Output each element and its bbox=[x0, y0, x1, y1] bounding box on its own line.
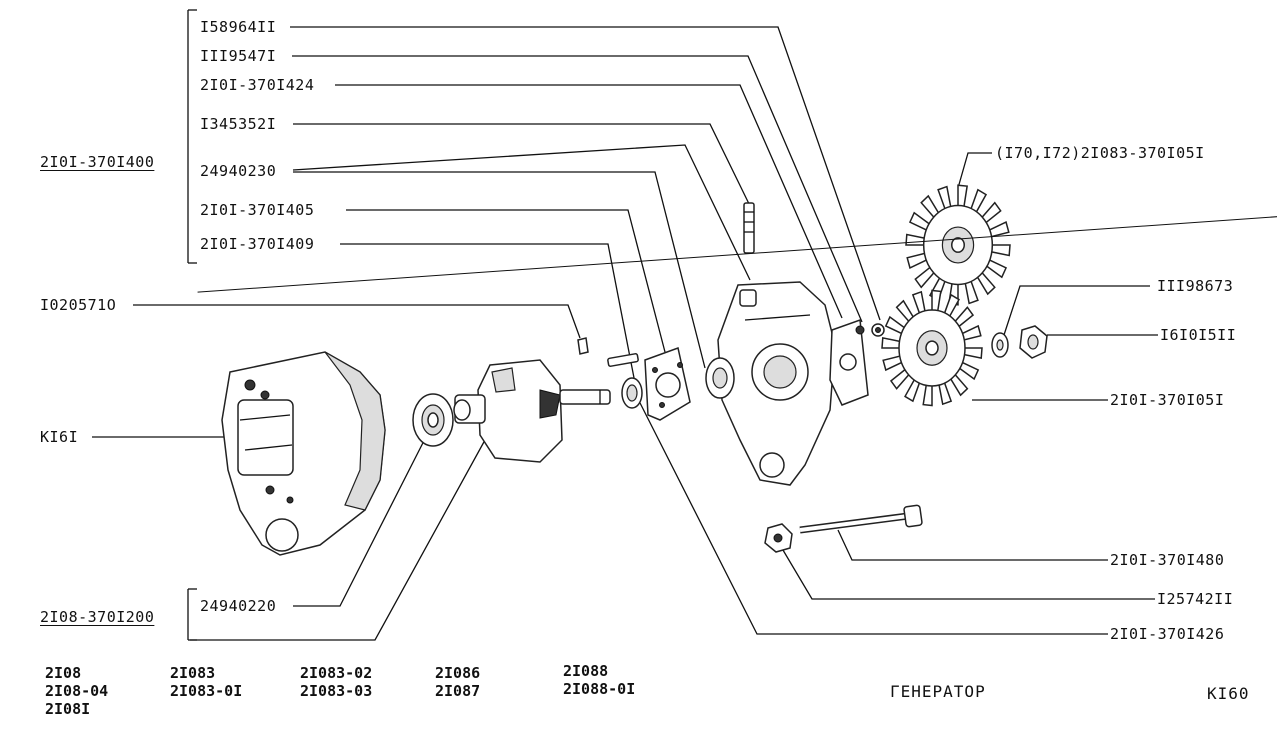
model-col2-row2: 2I083-0I bbox=[170, 682, 243, 700]
gasket-plate-drawing bbox=[829, 318, 869, 406]
part-label-4: I345352I bbox=[200, 115, 277, 133]
small-bolt-drawing bbox=[577, 337, 639, 367]
diagram-title: ГЕНЕРАТОР bbox=[890, 682, 986, 701]
model-col2-row1: 2I083 bbox=[170, 664, 216, 682]
bearing-plate-drawing bbox=[644, 347, 691, 421]
model-col4-row2: 2I087 bbox=[435, 682, 481, 700]
part-label-long-bolt: 2I0I-370I480 bbox=[1110, 551, 1225, 569]
model-col4-row1: 2I086 bbox=[435, 664, 481, 682]
pulley-nut-drawing bbox=[1019, 325, 1048, 359]
part-label-nut: I6I0I5II bbox=[1160, 326, 1237, 344]
long-bolt-drawing bbox=[799, 504, 923, 534]
part-label-1: I58964II bbox=[200, 18, 277, 36]
front-cover-drawing bbox=[705, 281, 836, 486]
group-upper-label: 2I0I-370I400 bbox=[40, 153, 155, 171]
group-bracket-upper bbox=[187, 9, 197, 264]
group-bracket-lower bbox=[187, 588, 197, 641]
part-label-pin: I020571O bbox=[40, 296, 117, 314]
fan-bore bbox=[925, 340, 939, 356]
part-label-3: 2I0I-370I424 bbox=[200, 76, 315, 94]
small-washers-drawing bbox=[855, 323, 885, 337]
spring-washer-drawing bbox=[991, 332, 1009, 358]
bolt-nut-drawing bbox=[764, 523, 793, 553]
part-label-5: 24940230 bbox=[200, 162, 277, 180]
part-label-ring: 2I0I-370I426 bbox=[1110, 625, 1225, 643]
rear-bearing-drawing bbox=[412, 393, 454, 447]
model-col1-row3: 2I08I bbox=[45, 700, 91, 718]
part-label-bolt-nut: I25742II bbox=[1157, 590, 1234, 608]
part-label-bearing: 24940220 bbox=[200, 597, 277, 615]
part-label-6: 2I0I-370I405 bbox=[200, 201, 315, 219]
page-code: KI60 bbox=[1207, 684, 1250, 703]
part-label-2: III9547I bbox=[200, 47, 277, 65]
model-col3-row1: 2I083-02 bbox=[300, 664, 373, 682]
part-label-washer: III98673 bbox=[1157, 277, 1234, 295]
model-col5-row1: 2I088 bbox=[563, 662, 609, 680]
model-col1-row2: 2I08-04 bbox=[45, 682, 109, 700]
rear-housing-drawing bbox=[221, 351, 386, 556]
part-label-fan: 2I0I-370I05I bbox=[1110, 391, 1225, 409]
front-bearing-ring-drawing bbox=[621, 377, 643, 409]
model-col5-row2: 2I088-0I bbox=[563, 680, 636, 698]
model-col1-row1: 2I08 bbox=[45, 664, 82, 682]
part-label-fan-alt: (I70,I72)2I083-370I05I bbox=[995, 144, 1205, 162]
part-label-housing: KI6I bbox=[40, 428, 79, 446]
model-col3-row2: 2I083-03 bbox=[300, 682, 373, 700]
part-label-7: 2I0I-370I409 bbox=[200, 235, 1277, 253]
fan-front-drawing bbox=[881, 289, 983, 407]
group-lower-label: 2I08-370I200 bbox=[40, 608, 155, 626]
rotor-drawing bbox=[453, 359, 611, 463]
